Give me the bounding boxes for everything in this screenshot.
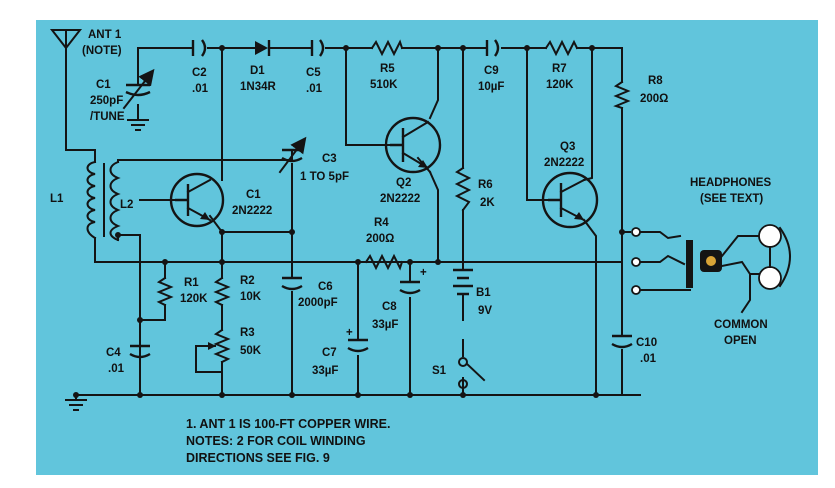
label-c6: C6 <box>318 281 333 293</box>
transistor-q1 <box>169 172 225 228</box>
label-q2-part: 2N2222 <box>380 193 420 205</box>
capacitor-c3-trimmer <box>278 136 307 185</box>
label-r3-value: 50K <box>240 345 262 357</box>
ground-symbol-main <box>65 399 87 411</box>
label-c3-value: 1 TO 5pF <box>300 171 349 183</box>
label-r2-value: 10K <box>240 291 262 303</box>
label-c4-value: .01 <box>108 363 125 375</box>
label-c5: C5 <box>306 67 321 79</box>
resistor-r6 <box>454 166 472 212</box>
label-b1-value: 9V <box>478 305 492 317</box>
label-r5-value: 510K <box>370 79 398 91</box>
label-r5: R5 <box>380 63 395 75</box>
capacitor-c9 <box>485 39 500 57</box>
label-c2-value: .01 <box>192 83 209 95</box>
capacitor-c5 <box>310 39 325 57</box>
potentiometer-r3 <box>208 328 231 364</box>
label-q1: C1 <box>246 189 261 201</box>
label-c7-polarity: + <box>346 327 353 339</box>
label-q3-part: 2N2222 <box>544 157 584 169</box>
capacitor-c10 <box>611 334 633 349</box>
coil-l2 <box>103 160 121 242</box>
label-r1-value: 120K <box>180 293 208 305</box>
label-c3: C3 <box>322 153 337 165</box>
schematic-panel: ANT 1 (NOTE) C1 250pF /TUNE C2 .01 D1 1N… <box>36 20 818 475</box>
label-c4: C4 <box>106 347 121 359</box>
battery-b1 <box>453 268 473 301</box>
label-c7: C7 <box>322 347 337 359</box>
label-r6: R6 <box>478 179 493 191</box>
label-r4: R4 <box>374 217 389 229</box>
switch-s1[interactable] <box>458 357 486 389</box>
label-b1: B1 <box>476 287 491 299</box>
label-c9: C9 <box>484 65 499 77</box>
antenna-ant1 <box>49 29 83 50</box>
label-l2: L2 <box>120 199 133 211</box>
capacitor-c2 <box>191 39 207 57</box>
headphones-icon <box>720 224 791 314</box>
note-line-1: 1. ANT 1 IS 100-FT COPPER WIRE. <box>186 417 390 431</box>
label-r7: R7 <box>552 63 567 75</box>
transistor-q3 <box>541 171 599 229</box>
label-q1-part: 2N2222 <box>232 205 272 217</box>
note-line-3: DIRECTIONS SEE FIG. 9 <box>186 451 330 465</box>
label-l1: L1 <box>50 193 64 205</box>
label-c1-value: 250pF <box>90 95 123 107</box>
label-s1: S1 <box>432 365 447 377</box>
ground-symbol-c1 <box>127 119 149 131</box>
transistor-q2 <box>384 116 442 174</box>
label-c10: C10 <box>636 337 657 349</box>
label-c9-value: 10µF <box>478 81 504 93</box>
capacitor-c6 <box>281 276 303 291</box>
label-r4-value: 200Ω <box>366 233 394 245</box>
label-r7-value: 120K <box>546 79 574 91</box>
label-r2: R2 <box>240 275 255 287</box>
resistor-r8 <box>613 80 631 110</box>
label-r8: R8 <box>648 75 663 87</box>
label-c1: C1 <box>96 79 111 91</box>
label-q3: Q3 <box>560 141 575 153</box>
label-headphones-note: (SEE TEXT) <box>700 193 763 205</box>
label-headphones: HEADPHONES <box>690 177 771 189</box>
capacitor-c1-variable <box>122 68 155 110</box>
label-c5-value: .01 <box>306 83 323 95</box>
label-r3: R3 <box>240 327 255 339</box>
label-c8: C8 <box>382 301 397 313</box>
label-d1-part: 1N34R <box>240 81 276 93</box>
label-open: OPEN <box>724 335 757 347</box>
capacitor-c4 <box>129 344 151 359</box>
label-d1: D1 <box>250 65 265 77</box>
resistor-r4 <box>364 253 404 271</box>
label-c10-value: .01 <box>640 353 657 365</box>
label-ant1: ANT 1 <box>88 29 122 41</box>
note-line-2: NOTES: 2 FOR COIL WINDING <box>186 434 366 448</box>
label-r8-value: 200Ω <box>640 93 668 105</box>
labels: ANT 1 (NOTE) C1 250pF /TUNE C2 .01 D1 1N… <box>50 29 771 465</box>
label-ant1-note: (NOTE) <box>82 45 122 57</box>
resistor-r1 <box>156 276 174 307</box>
label-c2: C2 <box>192 67 207 79</box>
resistor-r5 <box>370 39 404 57</box>
diode-d1 <box>255 40 271 56</box>
wires <box>65 47 691 401</box>
capacitor-c8 <box>399 280 421 295</box>
label-c8-polarity: + <box>420 267 427 279</box>
capacitor-c7 <box>347 338 369 353</box>
label-c8-value: 33µF <box>372 319 398 331</box>
label-r1: R1 <box>184 277 199 289</box>
resistor-r7 <box>544 39 579 57</box>
label-q2: Q2 <box>396 177 411 189</box>
label-c1-tune: /TUNE <box>90 111 125 123</box>
label-common: COMMON <box>714 319 768 331</box>
resistor-r2 <box>213 276 231 307</box>
label-c6-value: 2000pF <box>298 297 338 309</box>
label-c7-value: 33µF <box>312 365 338 377</box>
junction-dots <box>73 45 625 398</box>
coil-l1 <box>86 160 97 240</box>
headphone-jack <box>631 227 722 295</box>
circuit-diagram: ANT 1 (NOTE) C1 250pF /TUNE C2 .01 D1 1N… <box>49 29 791 465</box>
label-r6-value: 2K <box>480 197 495 209</box>
